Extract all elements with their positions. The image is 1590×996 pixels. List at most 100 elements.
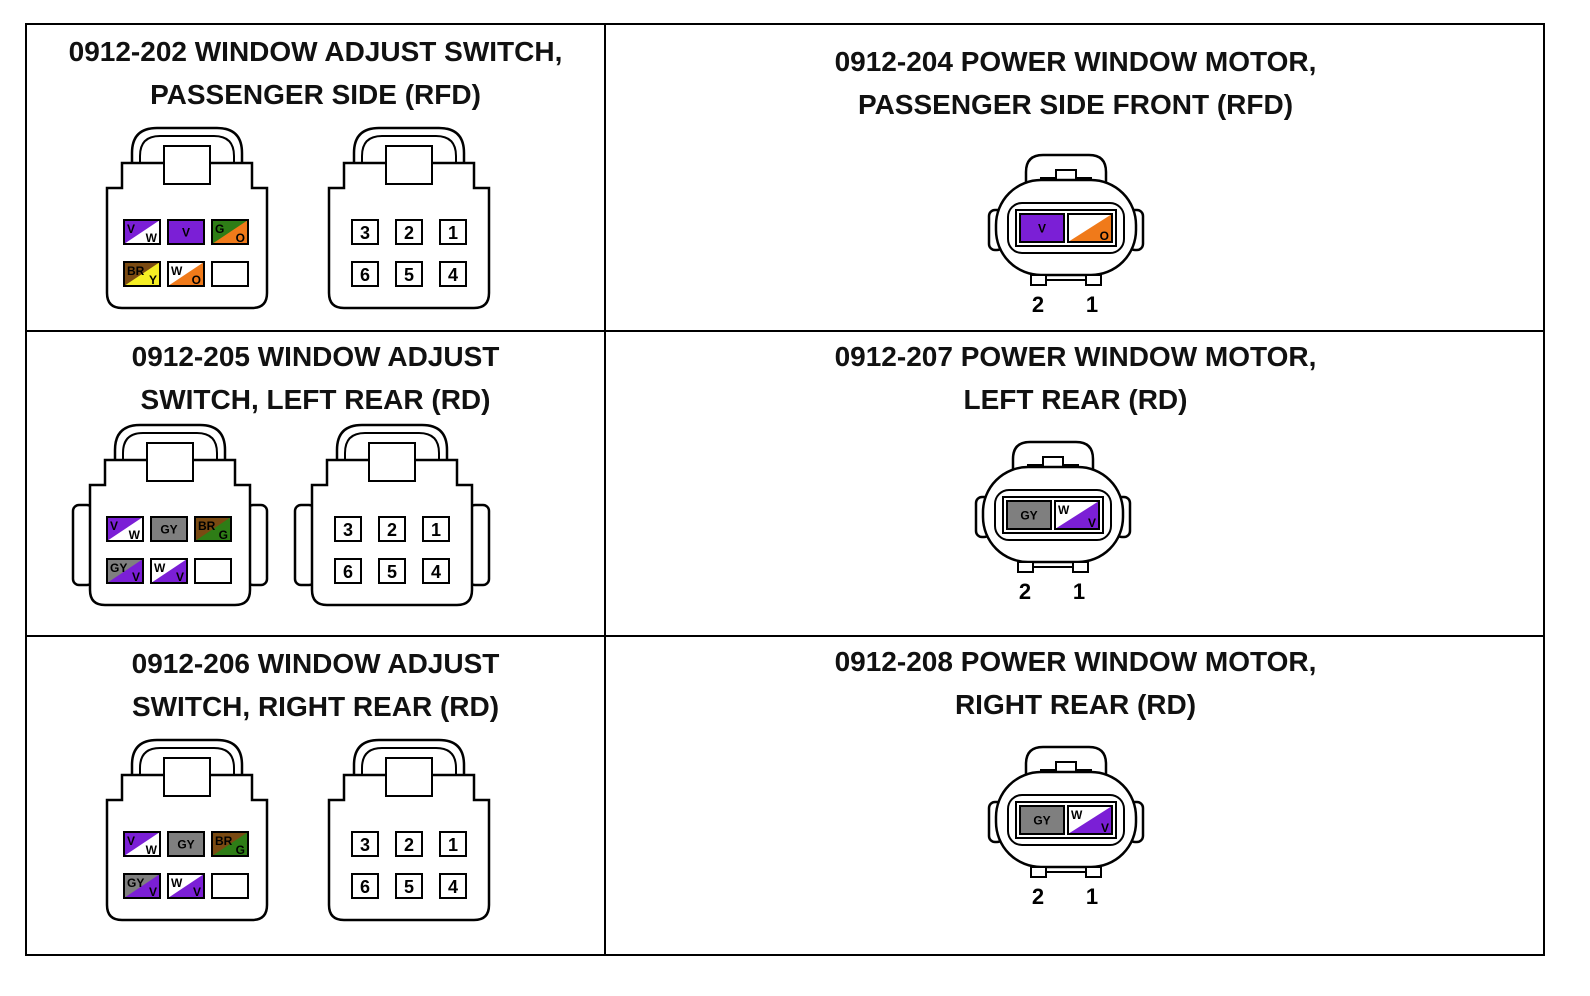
wire-color-label: O (236, 231, 245, 245)
wire-color-label: O (192, 273, 201, 287)
pin-number: 1 (448, 223, 458, 243)
connector-title-line1: 0912-202 WINDOW ADJUST SWITCH, (68, 36, 563, 67)
connector-title-line2: LEFT REAR (RD) (963, 384, 1188, 415)
connector-title-line2: SWITCH, LEFT REAR (RD) (140, 384, 491, 415)
wire-color-label: GY (160, 522, 177, 536)
wire-color-pin (150, 516, 188, 542)
pin-outline (167, 261, 205, 287)
connector-title-line1: 0912-206 WINDOW ADJUST (131, 648, 500, 679)
wire-color-stripe (124, 262, 160, 286)
wire-color-stripe (1068, 214, 1112, 242)
empty-pin (194, 558, 232, 584)
wire-color-label: GY (127, 876, 144, 890)
pin-number: 3 (343, 520, 353, 540)
wire-color-pin (1006, 500, 1052, 530)
column-divider (604, 25, 606, 954)
connector-title-line2: PASSENGER SIDE FRONT (RFD) (857, 89, 1294, 120)
connector-title-line1: 0912-204 POWER WINDOW MOTOR, (834, 46, 1317, 77)
latch-arch-inner (139, 135, 235, 173)
wire-color-label: BR (198, 519, 216, 533)
latch-window (163, 145, 211, 185)
pin-number: 3 (360, 835, 370, 855)
wire-color-stripe (124, 832, 160, 856)
connector-table: 0912-202 WINDOW ADJUST SWITCH, PASSENGER… (25, 23, 1545, 956)
pin-number: 6 (360, 877, 370, 897)
pin-number: 6 (343, 562, 353, 582)
wire-color-label: V (193, 885, 201, 899)
pin-number: 5 (404, 265, 414, 285)
pin-number: 4 (448, 877, 458, 897)
pin-number: 2 (404, 835, 414, 855)
cell-0912-202: 0912-202 WINDOW ADJUST SWITCH, PASSENGER… (27, 25, 604, 330)
wire-color-stripe (168, 262, 204, 286)
motor-foot (1085, 274, 1102, 286)
pin-number: 2 (1032, 884, 1044, 909)
pin-cavity (378, 558, 406, 584)
connector-title-line1: 0912-208 POWER WINDOW MOTOR, (834, 646, 1317, 677)
pin-number-side-connector: 3 2 1 6 5 4 (327, 738, 491, 922)
wire-color-label: V (182, 225, 190, 239)
connector-title-line2: PASSENGER SIDE (RFD) (150, 79, 481, 110)
wire-color-label: V (127, 222, 135, 236)
pin-number: 6 (360, 265, 370, 285)
pin-outline (194, 516, 232, 542)
pin-cavity (439, 831, 467, 857)
row-divider (27, 330, 1543, 332)
wire-color-label: GY (177, 837, 194, 851)
latch-arch-inner (122, 432, 218, 470)
pin-number: 1 (448, 835, 458, 855)
motor-latch-tab (1040, 761, 1092, 782)
wire-color-stripe (212, 220, 248, 244)
latch-window (385, 757, 433, 797)
latch-window (368, 442, 416, 482)
motor-foot (1085, 866, 1102, 878)
wire-color-label: BR (215, 834, 233, 848)
wire-color-label: V (132, 570, 140, 584)
wire-color-label: V (127, 834, 135, 848)
pin-cavity (439, 873, 467, 899)
pin-number: 3 (360, 223, 370, 243)
wire-color-pin (1019, 213, 1065, 243)
wire-color-label: O (1100, 229, 1109, 243)
wire-color-label: W (1071, 808, 1083, 822)
pin-outline (1067, 213, 1113, 243)
pin-outline (123, 219, 161, 245)
pin-cavity (351, 219, 379, 245)
motor-foot (1017, 561, 1034, 573)
wire-color-stripe (124, 220, 160, 244)
wire-color-stripe (107, 517, 143, 541)
wire-color-label: V (1038, 221, 1046, 235)
latch-window (146, 442, 194, 482)
latch-arch-inner (361, 135, 457, 173)
pin-number: 5 (404, 877, 414, 897)
empty-pin (211, 261, 249, 287)
wire-color-stripe (195, 517, 231, 541)
wire-color-label: G (236, 843, 245, 857)
pin-number: 4 (448, 265, 458, 285)
cell-0912-207: 0912-207 POWER WINDOW MOTOR, LEFT REAR (… (606, 332, 1545, 635)
pin-cavity (439, 219, 467, 245)
cell-0912-206: 0912-206 WINDOW ADJUST SWITCH, RIGHT REA… (27, 637, 604, 956)
pin-cavity (395, 219, 423, 245)
cell-0912-208: 0912-208 POWER WINDOW MOTOR, RIGHT REAR … (606, 637, 1545, 956)
pin-outline (123, 831, 161, 857)
wire-color-label: Y (149, 273, 157, 287)
connector-title-line2: RIGHT REAR (RD) (954, 689, 1197, 720)
empty-pin (211, 873, 249, 899)
wire-color-label: W (154, 561, 166, 575)
wire-color-stripe (212, 832, 248, 856)
pin-number: 5 (387, 562, 397, 582)
pin-cavity (395, 261, 423, 287)
wire-color-pin (1019, 805, 1065, 835)
pin-cavity (351, 873, 379, 899)
wire-color-stripe (107, 559, 143, 583)
latch-arch-inner (361, 747, 457, 785)
wire-color-label: GY (110, 561, 127, 575)
wire-color-label: W (171, 264, 183, 278)
